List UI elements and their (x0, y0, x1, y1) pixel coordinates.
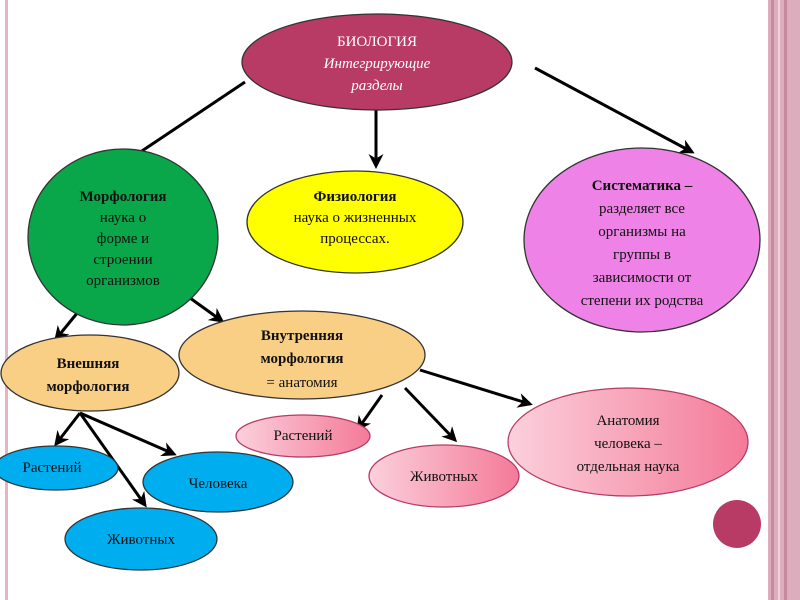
internal-morphology-label: морфология (260, 351, 344, 367)
systematics-text: зависимости от (592, 270, 692, 286)
morphology-text: наука о (99, 210, 147, 226)
node-systematics (523, 147, 761, 333)
left-border (5, 0, 8, 600)
node-ext-human (142, 451, 294, 513)
human-anatomy-label: человека – (594, 436, 662, 452)
human-anatomy-label: Анатомия (596, 413, 660, 429)
morphology-title: Морфология (79, 189, 167, 205)
systematics-text: организмы на (598, 224, 686, 240)
physiology-text: наука о жизненных (293, 210, 417, 226)
physiology-title: Физиология (313, 189, 397, 205)
node-ext-plants (0, 445, 119, 491)
node-physiology (246, 170, 464, 274)
node-int-animals (368, 444, 520, 508)
human-anatomy-label: отдельная наука (576, 459, 680, 475)
systematics-text: степени их родства (580, 293, 704, 309)
ext-animals-label: Животных (107, 532, 175, 548)
systematics-text: группы в (613, 247, 671, 263)
biology-title: БИОЛОГИЯ (336, 34, 418, 50)
ext-plants-label: Растений (22, 460, 82, 476)
right-border (766, 0, 800, 600)
decorative-circle (713, 500, 761, 548)
node-int-plants (235, 414, 371, 458)
ext-human-label: Человека (188, 476, 248, 492)
systematics-title: Систематика – (591, 178, 693, 194)
internal-morphology-label: Внутренняя (260, 328, 344, 344)
morphology-text: форме и (96, 231, 150, 247)
external-morphology-label: Внешняя (56, 356, 120, 372)
int-animals-label: Животных (410, 469, 478, 485)
morphology-text: строении (93, 252, 153, 268)
node-morphology (27, 148, 219, 326)
node-external-morphology (0, 334, 180, 412)
node-biology (241, 13, 513, 111)
node-ext-animals (64, 507, 218, 571)
external-morphology-label: морфология (46, 379, 130, 395)
systematics-text: разделяет все (599, 201, 685, 217)
int-plants-label: Растений (273, 428, 333, 444)
physiology-text: процессах. (320, 231, 390, 247)
node-internal-morphology (178, 310, 426, 400)
node-human-anatomy (507, 387, 749, 497)
morphology-text: организмов (86, 273, 160, 289)
internal-morphology-label: = анатомия (266, 375, 338, 391)
biology-subtitle: разделы (351, 78, 403, 94)
biology-subtitle: Интегрирующие (323, 56, 431, 72)
